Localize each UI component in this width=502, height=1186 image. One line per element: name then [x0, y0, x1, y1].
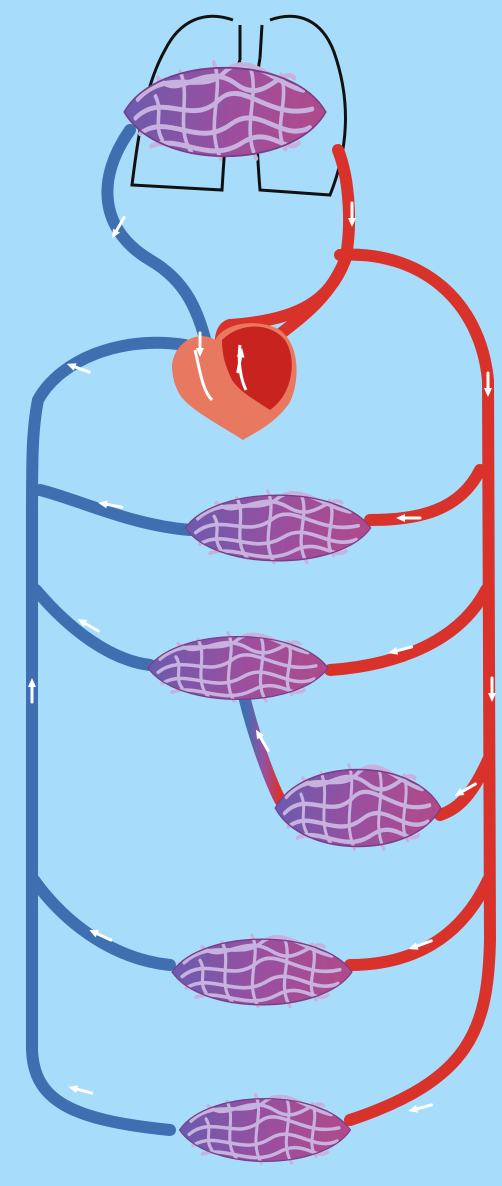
capillary-bed-systemic-2 — [148, 633, 328, 701]
flow-arrow-icon — [407, 1101, 432, 1115]
capillary-bed-systemic-4 — [172, 935, 352, 1006]
venous-trunk — [32, 343, 190, 1130]
arterial-trunk — [330, 255, 490, 1120]
capillary-bed-systemic-5 — [180, 1095, 351, 1163]
portal-vessel — [245, 700, 280, 800]
flow-arrow-icon — [67, 1083, 92, 1097]
heart-icon — [172, 323, 297, 440]
capillary-bed-systemic-1 — [185, 491, 370, 562]
capillary-bed-systemic-3 — [275, 765, 441, 849]
